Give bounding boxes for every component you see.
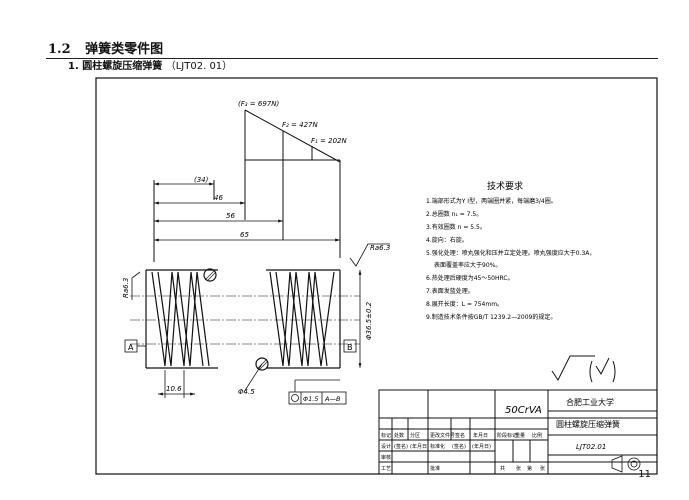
- tech-title: 技术要求: [487, 180, 523, 192]
- bottom-dims: [158, 363, 263, 398]
- tech-item-8: 8.展开长度：L = 754mm。: [426, 300, 503, 308]
- tech-item-7: 7.表面发蓝处理。: [426, 287, 474, 295]
- title-block-small-text: 标记 处数 分区 更改文件号 签名 年月日 设计 (签名) (年月日) 标准化 …: [381, 432, 545, 472]
- header-rule: [46, 58, 658, 59]
- spring-body: [145, 268, 341, 371]
- dim-65: 65: [240, 231, 249, 239]
- tb-design-date: (年月日): [410, 443, 429, 450]
- section-number: 1.2: [48, 42, 71, 57]
- section-title-text: 弹簧类零件图: [85, 42, 164, 57]
- subsection-title: 1. 圆柱螺旋压缩弹簧 （LJT02. 01）: [68, 57, 232, 72]
- title-block-lines: [378, 389, 658, 475]
- tb-std-date: (年月日): [472, 443, 491, 450]
- ra-left: Ra6.3: [122, 278, 130, 298]
- force-f1: F₁ = 202N: [311, 137, 348, 145]
- subsection-code: （LJT02. 01）: [165, 61, 233, 72]
- datum-a: A: [128, 343, 134, 352]
- projection-symbol: [611, 455, 641, 473]
- drawing-number: LJT02.01: [576, 443, 606, 451]
- tech-item-5b: 表面覆盖率应大于90%。: [434, 261, 501, 269]
- roughness-top: [349, 243, 390, 267]
- tech-item-6: 6.热处理后硬度为45～50HRC。: [426, 274, 514, 282]
- ra-top: Ra6.3: [370, 244, 390, 252]
- tolerance-frame: [288, 379, 347, 405]
- tb-craft: 工艺: [381, 466, 391, 472]
- length-dims: [154, 182, 340, 242]
- dim-34: (34): [194, 176, 209, 184]
- datum-b: B: [347, 343, 353, 352]
- drawing-frame: [95, 77, 658, 475]
- general-roughness-symbol: [551, 355, 616, 383]
- dim-diameter: Φ36.5±0.2: [365, 301, 373, 340]
- subsection-label: 1. 圆柱螺旋压缩弹簧: [68, 61, 163, 72]
- tb-sheets: 张: [516, 465, 521, 472]
- material: 50CrVA: [505, 405, 542, 416]
- tb-date: 年月日: [473, 432, 488, 439]
- tb-check: 审核: [381, 454, 391, 461]
- school-name: 合肥工业大学: [566, 397, 614, 407]
- force-diagram: [153, 109, 341, 262]
- tech-item-1: 1.端部形式为Y I型，两端圈并紧，每端磨3/4圈。: [426, 197, 557, 205]
- tb-std: 标准化: [430, 443, 445, 450]
- force-f2: F₂ = 427N: [282, 121, 319, 129]
- tol-ref: A—B: [324, 395, 341, 403]
- tb-sign: 签名: [455, 432, 465, 439]
- tech-item-2: 2.总圈数 n₁ = 7.5。: [426, 210, 482, 218]
- tech-item-9: 9.制造技术条件按GB/T 1239.2—2009的规定。: [426, 313, 556, 321]
- tb-change: 更改文件号: [430, 432, 455, 439]
- force-f3: (F₃ = 697N): [238, 100, 279, 108]
- tech-item-3: 3.有效圈数 n = 5.5。: [426, 223, 486, 231]
- center-lines: [130, 295, 360, 345]
- page-number: 11: [638, 469, 651, 480]
- tb-design-sign: (签名): [394, 443, 408, 450]
- section-title: 1.2 弹簧类零件图: [48, 38, 163, 57]
- tb-scale: 比例: [532, 432, 542, 439]
- roughness-left: [131, 271, 141, 300]
- tech-item-4: 4.旋向：右旋。: [426, 236, 468, 244]
- tb-sheet-no: 第: [527, 465, 532, 472]
- tb-weight: 重量: [515, 432, 525, 439]
- tol-value: Φ1.5: [303, 395, 318, 403]
- tb-std-sign: (签名): [452, 443, 466, 450]
- dim-56: 56: [226, 212, 235, 220]
- part-name: 圆柱螺旋压缩弹簧: [556, 419, 620, 429]
- tb-zone: 分区: [410, 432, 420, 439]
- tb-count: 处数: [394, 432, 404, 439]
- dim-10-6: 10.6: [166, 385, 182, 393]
- tb-mark: 标记: [381, 432, 391, 439]
- datum-b-box: [343, 339, 357, 353]
- dim-46: 46: [214, 194, 223, 202]
- tech-item-5: 5.强化处理：喷丸强化和压并立定处理。喷丸强度应大于0.3A，: [426, 249, 595, 257]
- tb-approve: 批准: [430, 465, 440, 472]
- tech-items: 1.端部形式为Y I型，两端圈并紧，每端磨3/4圈。 2.总圈数 n₁ = 7.…: [426, 197, 595, 321]
- tb-stage: 阶段标记: [497, 432, 517, 439]
- tb-design: 设计: [381, 443, 391, 450]
- tb-zhang: 张: [540, 465, 545, 472]
- tb-total: 共: [500, 465, 505, 472]
- dim-d45: Φ4.5: [238, 388, 255, 396]
